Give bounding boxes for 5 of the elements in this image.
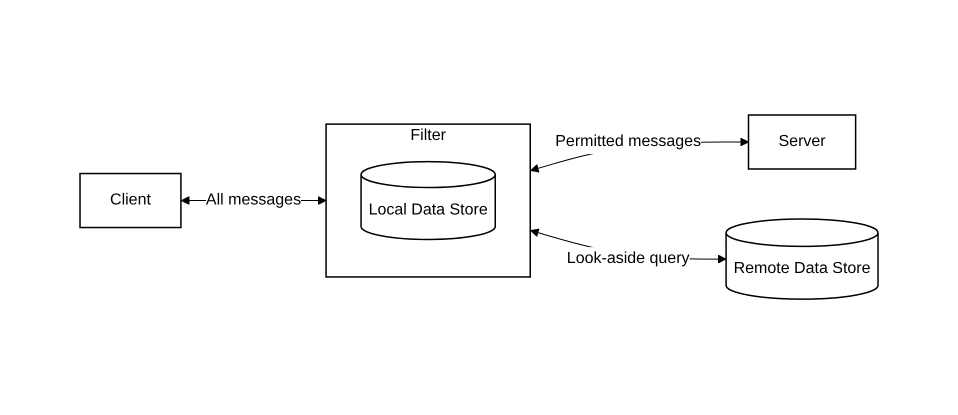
node-box: Server: [748, 114, 856, 170]
edge-label: Permitted messages: [555, 133, 702, 150]
edge-label: All messages: [206, 192, 302, 209]
node-box: Client: [79, 173, 182, 229]
edge-label: Look-aside query: [566, 250, 690, 268]
